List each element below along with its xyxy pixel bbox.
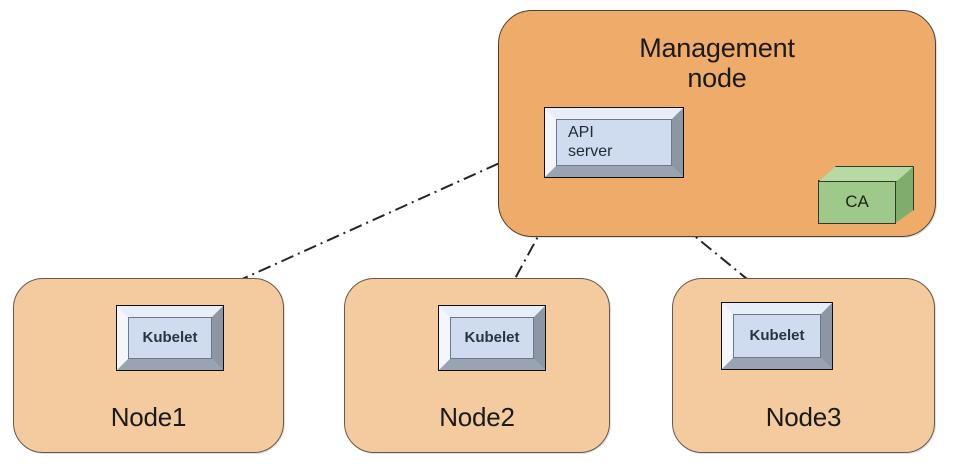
node1-label: Node1 bbox=[110, 401, 187, 432]
bevel-top-face bbox=[117, 306, 223, 317]
bevel-left-face bbox=[439, 306, 450, 370]
api-server-label: API server bbox=[568, 124, 613, 160]
bevel-right-face bbox=[672, 108, 683, 177]
bevel-left-face bbox=[117, 306, 128, 370]
kubelet-box-node3[interactable]: Kubelet bbox=[721, 302, 833, 370]
bevel-bottom-face bbox=[545, 166, 683, 177]
kubelet-label-node2: Kubelet bbox=[464, 329, 520, 347]
ca-box[interactable]: CA bbox=[818, 166, 914, 226]
bevel-left-face bbox=[545, 108, 556, 177]
bevel-bottom-face bbox=[117, 359, 223, 370]
bevel-top-face bbox=[545, 108, 683, 119]
kubelet-box-node1[interactable]: Kubelet bbox=[116, 305, 224, 371]
bevel-top-face bbox=[439, 306, 545, 317]
bevel-top-face bbox=[722, 303, 832, 314]
ca-front-face bbox=[818, 180, 896, 224]
management-node-title: Management node bbox=[639, 33, 795, 94]
node2-label: Node2 bbox=[439, 401, 515, 432]
api-server-box[interactable]: API server bbox=[544, 107, 684, 178]
bevel-right-face bbox=[821, 303, 832, 369]
kubelet-label-node1: Kubelet bbox=[142, 329, 198, 347]
bevel-bottom-face bbox=[722, 358, 832, 369]
bevel-inner-face bbox=[128, 317, 212, 359]
bevel-inner-face bbox=[556, 119, 672, 166]
bevel-right-face bbox=[534, 306, 545, 370]
bevel-bottom-face bbox=[439, 359, 545, 370]
bevel-left-face bbox=[722, 303, 733, 369]
kubelet-label-node3: Kubelet bbox=[749, 327, 805, 345]
kubelet-box-node2[interactable]: Kubelet bbox=[438, 305, 546, 371]
bevel-inner-face bbox=[733, 314, 821, 358]
bevel-right-face bbox=[212, 306, 223, 370]
node3-label: Node3 bbox=[765, 401, 842, 432]
bevel-inner-face bbox=[450, 317, 534, 359]
